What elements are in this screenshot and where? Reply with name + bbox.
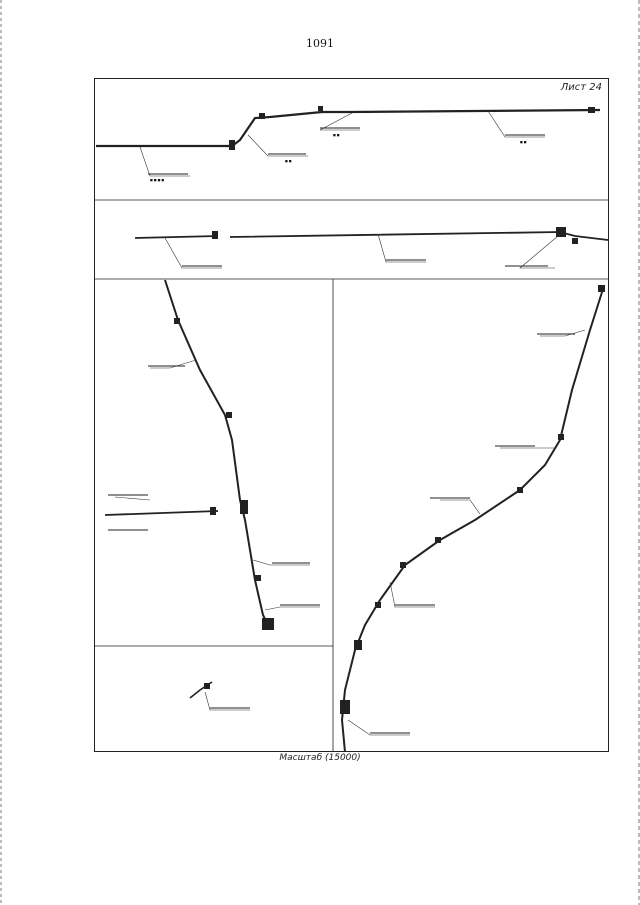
route-segment-panel-2 xyxy=(134,227,609,244)
scan-edge-right xyxy=(638,0,640,905)
svg-text:■ ■: ■ ■ xyxy=(333,133,340,137)
svg-text:■ ■: ■ ■ xyxy=(285,159,292,163)
route-segment-panel-3 xyxy=(104,279,274,630)
callouts-panel-2 xyxy=(164,233,559,269)
scan-edge-left xyxy=(0,0,2,905)
route-segment-panel-4 xyxy=(189,681,250,711)
svg-text:■ ■ ■ ■: ■ ■ ■ ■ xyxy=(150,178,164,182)
map-sheet-frame: Лист 24 xyxy=(94,78,609,752)
svg-text:■ ■: ■ ■ xyxy=(520,140,527,144)
callouts-panel-5 xyxy=(347,329,586,736)
route-segment-panel-5 xyxy=(340,285,605,753)
sheet-label: Лист 24 xyxy=(560,82,602,93)
scale-label: Масштаб (15000) xyxy=(279,753,361,763)
panel-dividers xyxy=(94,199,609,752)
route-segment-panel-1 xyxy=(96,106,601,150)
callouts-panel-3 xyxy=(108,359,320,611)
page-number: 1091 xyxy=(306,37,334,50)
callouts-panel-1: ■ ■ ■ ■ ■ ■ ■ ■ ■ ■ xyxy=(139,110,545,182)
